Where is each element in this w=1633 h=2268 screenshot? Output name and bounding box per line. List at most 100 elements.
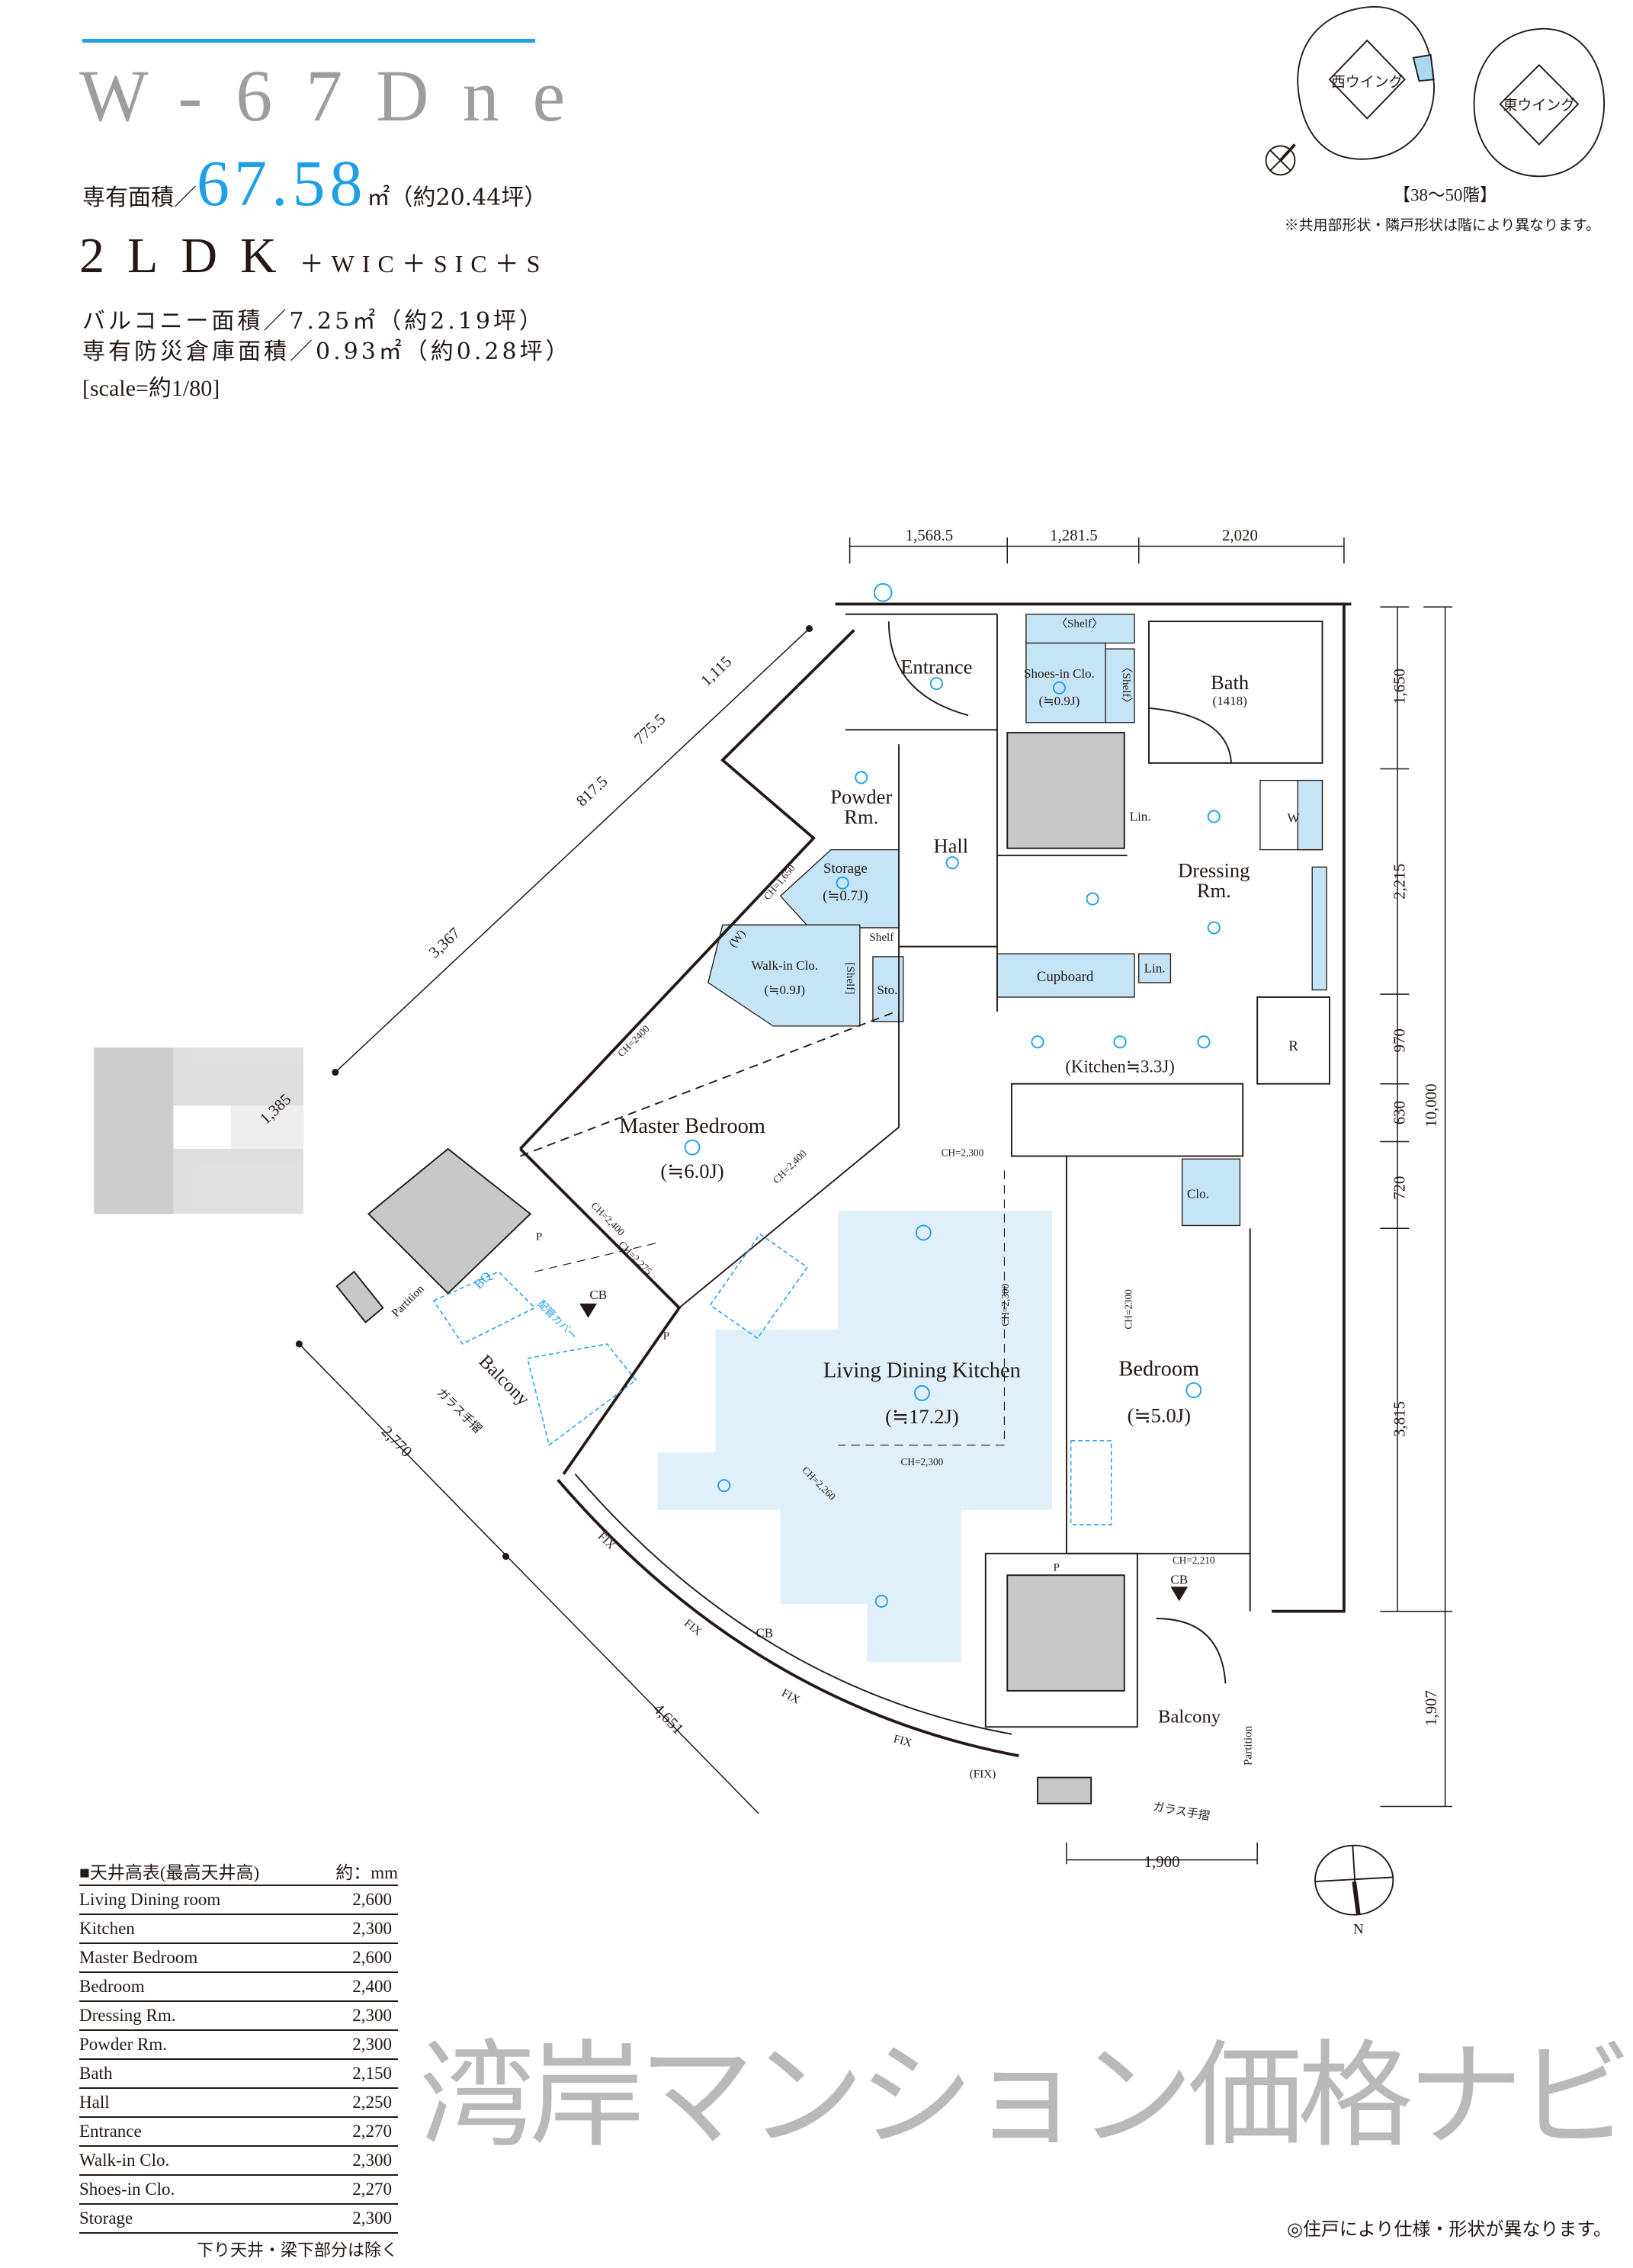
- label-balcony-west: Balcony: [475, 1351, 534, 1410]
- east-wing-label: 東ウイング: [1503, 97, 1575, 114]
- unit-code: W-67Dne: [79, 55, 599, 136]
- dim-diag-6: 2,770: [378, 1423, 416, 1461]
- key-plan-west: [1297, 6, 1435, 160]
- label-partition-west: Partition: [390, 1282, 427, 1320]
- ch-master-c: CH=2,400: [589, 1200, 627, 1238]
- room-name: Kitchen: [79, 1919, 135, 1938]
- table-header: ■天井高表(最高天井高) 約：mm: [79, 1857, 398, 1886]
- room-name: Storage: [79, 2209, 133, 2228]
- compass-north-label: N: [1353, 1921, 1364, 1937]
- ch-ldk-bottom: CH=2,300: [901, 1456, 944, 1468]
- dim-diag-4: 1,115: [697, 653, 735, 690]
- room-name: Master Bedroom: [79, 1948, 198, 1967]
- label-shoes-in-clo: Shoes-in Clo.: [1024, 666, 1095, 681]
- room-name: Living Dining room: [79, 1890, 221, 1909]
- label-shelf-side: 〈Shelf〉: [1120, 661, 1133, 708]
- dim-diag-3: 775.5: [630, 710, 669, 748]
- ceiling-height: 2,300: [352, 2151, 392, 2170]
- label-washer: W: [1288, 811, 1301, 826]
- dim-right-4: 630: [1391, 1101, 1409, 1124]
- room-name: Walk-in Clo.: [79, 2151, 170, 2170]
- label-wic-shelf: [Shelf]: [844, 962, 857, 994]
- cb-arrow-icon: [579, 1303, 597, 1318]
- ch-ldk-top: CH=2,300: [942, 1147, 984, 1158]
- dim-right-6: 3,815: [1391, 1401, 1409, 1437]
- layout-type: 2LDK＋WIC＋SIC＋S: [79, 227, 547, 285]
- ceiling-height: 2,300: [352, 2006, 392, 2025]
- label-fix-4: FIX: [892, 1732, 913, 1750]
- scale-note: [scale=約1/80]: [82, 376, 220, 401]
- label-cupboard: Cupboard: [1037, 969, 1094, 985]
- ch-master-b: CH=2,400: [771, 1147, 809, 1185]
- label-cb-2: CB: [756, 1626, 773, 1641]
- room-name: Shoes-in Clo.: [79, 2180, 175, 2199]
- label-p-1: P: [536, 1230, 542, 1243]
- label-fix-3: FIX: [779, 1686, 802, 1707]
- table-row: Powder Rm.2,300: [79, 2031, 398, 2060]
- dim-bottom: 1,900: [1144, 1853, 1180, 1871]
- ceiling-height: 2,600: [352, 1948, 392, 1967]
- layout-extra: ＋WIC＋SIC＋S: [299, 250, 548, 277]
- label-linen-2: Lin.: [1144, 961, 1166, 976]
- table-row: Master Bedroom 2,600: [79, 1944, 398, 1973]
- area-unit: ㎡（約20.44坪）: [367, 184, 547, 211]
- compass-icon: [1314, 1844, 1394, 1916]
- label-pipe-cover: 配管カバー: [535, 1298, 579, 1342]
- ch-bedroom-bottom: CH=2,210: [1173, 1554, 1215, 1566]
- label-entrance: Entrance: [900, 655, 972, 678]
- label-powder-2: Rm.: [844, 805, 878, 828]
- table-row: Entrance 2,270: [79, 2118, 398, 2147]
- footer-note: ◎住戸により仕様・形状が異なります。: [1286, 2218, 1612, 2240]
- label-ldk: Living Dining Kitchen: [823, 1359, 1021, 1383]
- label-bq: BQ: [471, 1269, 495, 1292]
- ceiling-height: 2,600: [352, 1890, 392, 1909]
- label-storage: Storage: [823, 861, 868, 877]
- label-hall: Hall: [933, 834, 968, 857]
- label-closet: Clo.: [1187, 1186, 1209, 1201]
- label-fix-5: (FIX): [970, 1768, 996, 1781]
- ceiling-height: 2,270: [352, 2122, 392, 2141]
- pillars: [335, 732, 1125, 1804]
- dim-top-1: 1,568.5: [906, 526, 954, 544]
- exclusive-area: 専有面積／67.58㎡（約20.44坪）: [82, 145, 547, 221]
- label-shoes-size: (≒0.9J): [1039, 694, 1080, 708]
- label-bedroom: Bedroom: [1118, 1358, 1199, 1381]
- key-plan-east: [1473, 27, 1606, 178]
- ceiling-height: 2,250: [352, 2093, 392, 2112]
- label-sto: Sto.: [877, 983, 897, 997]
- label-linen-1: Lin.: [1130, 810, 1151, 824]
- label-partition-east: Partition: [1242, 1725, 1255, 1766]
- table-row: Living Dining room 2,600: [79, 1886, 398, 1915]
- label-cb-3: CB: [1170, 1573, 1188, 1587]
- label-dressing-1: Dressing: [1178, 859, 1250, 882]
- ceiling-height: 2,270: [352, 2180, 392, 2199]
- label-balcony-east: Balcony: [1158, 1707, 1221, 1727]
- balcony-area: バルコニー面積／7.25㎡（約2.19坪）: [82, 308, 545, 335]
- table-unit: 約：mm: [335, 1863, 398, 1882]
- watermark-text: 湾岸マンション価格ナビ: [419, 2029, 1627, 2164]
- dim-right-5: 720: [1391, 1176, 1409, 1200]
- key-plan-compass-icon: [1265, 143, 1296, 176]
- room-name: Dressing Rm.: [79, 2006, 176, 2025]
- dim-right-3: 970: [1391, 1028, 1409, 1052]
- label-p-3: P: [1053, 1561, 1059, 1574]
- ch-ldk-side: CH=2,300: [999, 1284, 1011, 1326]
- table-row: Walk-in Clo. 2,300: [79, 2147, 398, 2176]
- dim-top-3: 2,020: [1222, 526, 1258, 544]
- table-row: Shoes-in Clo. 2,270: [79, 2176, 398, 2205]
- room-name: Entrance: [79, 2122, 142, 2141]
- dim-right-balcony: 1,907: [1422, 1690, 1440, 1726]
- label-fix-1: FIX: [595, 1530, 618, 1552]
- ceiling-height: 2,150: [352, 2064, 392, 2083]
- label-fridge: R: [1288, 1038, 1298, 1054]
- label-bath: Bath: [1211, 671, 1249, 694]
- area-label: 専有面積／: [82, 184, 197, 211]
- label-ldk-size: (≒17.2J): [885, 1405, 959, 1428]
- room-name: Bedroom: [79, 1977, 145, 1996]
- table-row: Bath 2,150: [79, 2060, 398, 2089]
- room-name: Bath: [79, 2064, 113, 2083]
- label-storage-shelf: Shelf: [869, 931, 894, 944]
- label-dressing-2: Rm.: [1197, 879, 1231, 902]
